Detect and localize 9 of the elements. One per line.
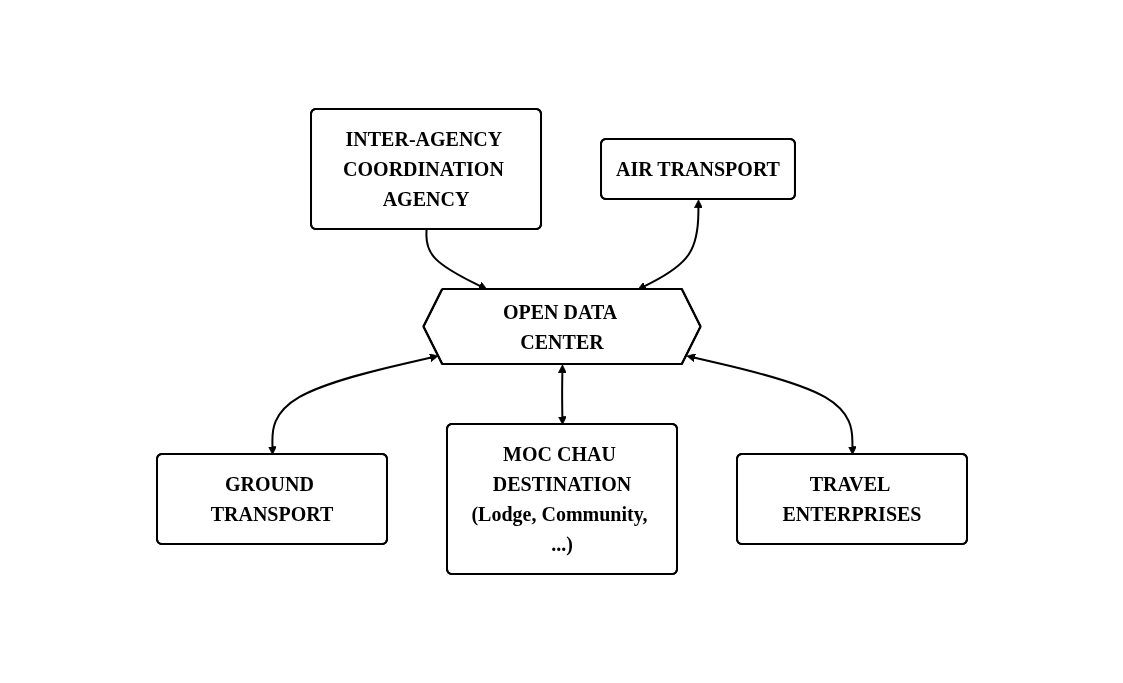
arrow: [557, 364, 567, 425]
arrow: [637, 199, 703, 290]
node-text: TRAVEL ENTERPRISES: [782, 473, 921, 525]
node-text: GROUND TRANSPORT: [210, 473, 333, 525]
arrow: [424, 228, 487, 290]
node-text: MOC CHAU DESTINATION (Lodge, Community, ...): [470, 443, 648, 555]
arrow: [267, 353, 438, 455]
arrow: [686, 353, 857, 455]
node-text: INTER-AGENCY COORDINATION AGENCY: [342, 128, 504, 210]
